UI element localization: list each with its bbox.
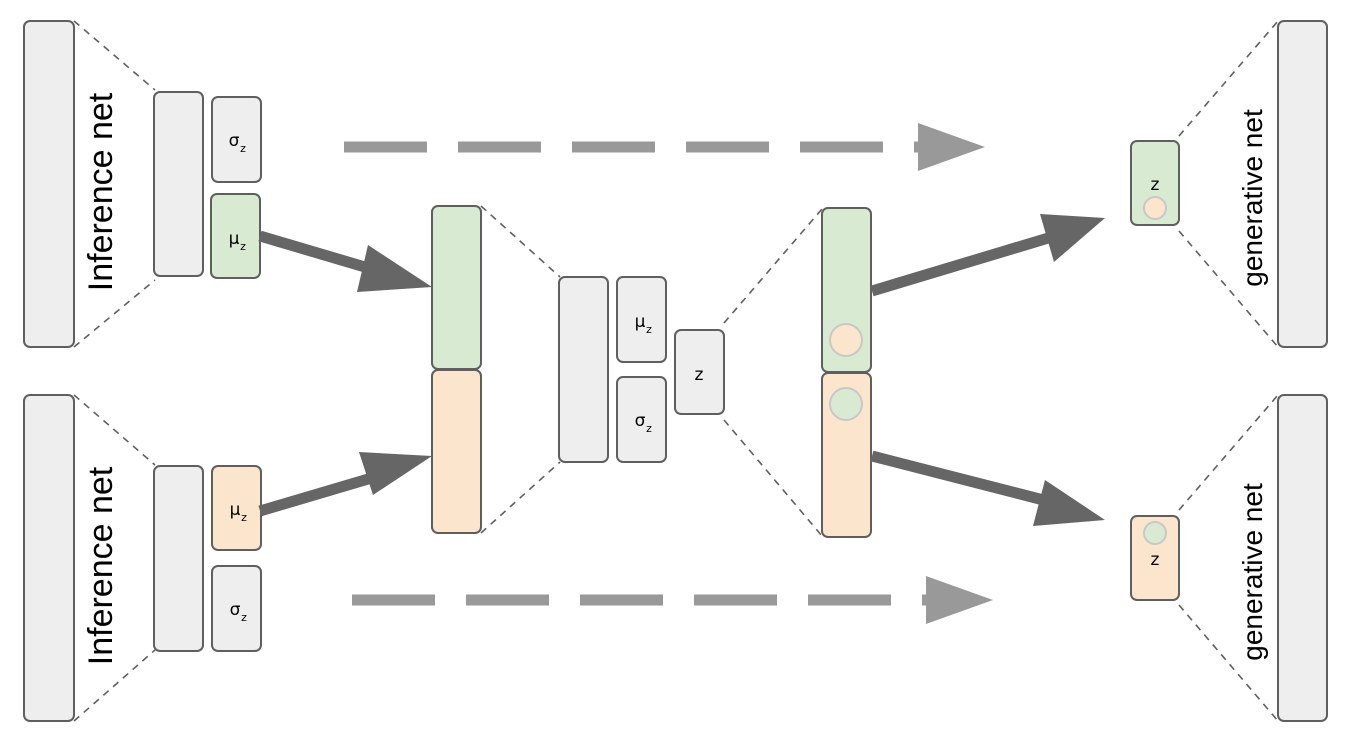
generative-bottom-z-box [1130, 515, 1180, 601]
arrow-mu-top-to-concat [258, 230, 432, 292]
concat-code [431, 205, 561, 534]
arrow-gen-bottom-head [1033, 480, 1105, 526]
generative-top-z-label: z [1151, 175, 1160, 195]
arrow-to-generative-bottom [870, 450, 1105, 526]
generative-top-orange-dot [1143, 196, 1167, 220]
sigma-box-bottom [211, 565, 262, 652]
generative-net-bottom-block [1277, 394, 1328, 722]
arrow-gen-top-line [870, 230, 1057, 297]
sigma-symbol-top: σ [229, 131, 240, 151]
shared-sigma-symbol: σ [635, 411, 646, 431]
generative-net-top: z generative net [1130, 20, 1328, 348]
generative-bottom-z-label: z [1151, 550, 1160, 570]
inference-top-dash-upper [73, 20, 156, 91]
skip-arrow-top [344, 123, 985, 171]
mu-symbol-bottom: μ [230, 500, 241, 520]
arrow-gen-bottom-line [870, 450, 1057, 509]
generative-net-bottom: z generative net [1130, 394, 1328, 722]
shared-mu-box [616, 276, 667, 363]
concat-orange-segment [431, 369, 482, 534]
generative-net-top-block [1277, 20, 1328, 348]
sampled-orange-green-dot [829, 387, 863, 421]
arrow-gen-top-head [1040, 214, 1105, 262]
shared-sigma-box [616, 376, 667, 463]
shared-sigma-sub: z [646, 422, 652, 435]
skip-arrow-top-head [918, 123, 985, 171]
sigma-box-top [211, 96, 262, 183]
inference-top-dash-lower [73, 279, 156, 348]
inference-net-top-label: Inference net [82, 92, 120, 291]
inference-net-bottom-label: Inference net [82, 466, 120, 665]
inference-bottom-dash-upper [73, 394, 156, 466]
generative-net-top-label: generative net [1237, 109, 1268, 287]
concat-dash-lower [480, 461, 561, 534]
encoder-layer-top [153, 91, 204, 277]
encoder-layer-bottom [153, 465, 204, 652]
inference-net-top-block [23, 20, 75, 348]
sigma-sub-bottom: z [241, 611, 247, 624]
shared-z-dash-lower [723, 419, 823, 537]
generative-bottom-green-dot [1143, 521, 1167, 545]
shared-z-label: z [695, 365, 704, 385]
inference-net-bottom-block [23, 394, 75, 722]
mu-sub-bottom: z [241, 511, 247, 524]
generative-net-bottom-label: generative net [1237, 483, 1268, 661]
shared-encoder-layer [558, 276, 609, 463]
generative-top-z-box [1130, 140, 1180, 226]
shared-z-box [674, 329, 725, 415]
arrow-mu-top-head [357, 245, 432, 292]
sampled-green-orange-dot [829, 323, 863, 357]
skip-arrow-bottom-head [926, 576, 993, 624]
mu-sub-top: z [240, 240, 246, 253]
inference-net-top: Inference net σ z μ z [23, 20, 262, 348]
inference-net-bottom: Inference net μ z σ z [23, 394, 262, 722]
arrow-mu-top-line [258, 230, 377, 276]
arrow-mu-bottom-line [258, 471, 377, 517]
sampled-code [821, 207, 872, 538]
arrow-to-generative-top [870, 214, 1105, 297]
concat-green-segment [431, 205, 482, 370]
arrow-mu-bottom-to-concat [258, 452, 432, 517]
skip-arrow-bottom [352, 576, 993, 624]
mu-symbol-top: μ [229, 229, 240, 249]
inference-bottom-dash-lower [73, 649, 156, 722]
sigma-symbol-bottom: σ [230, 600, 241, 620]
shared-mu-symbol: μ [635, 312, 646, 332]
shared-encoder: μ z σ z z [558, 208, 823, 537]
sigma-sub-top: z [240, 142, 246, 155]
arrow-mu-bottom-head [359, 452, 432, 495]
concat-dash-upper [480, 205, 561, 278]
shared-mu-sub: z [646, 323, 652, 336]
shared-z-dash-upper [723, 208, 823, 324]
